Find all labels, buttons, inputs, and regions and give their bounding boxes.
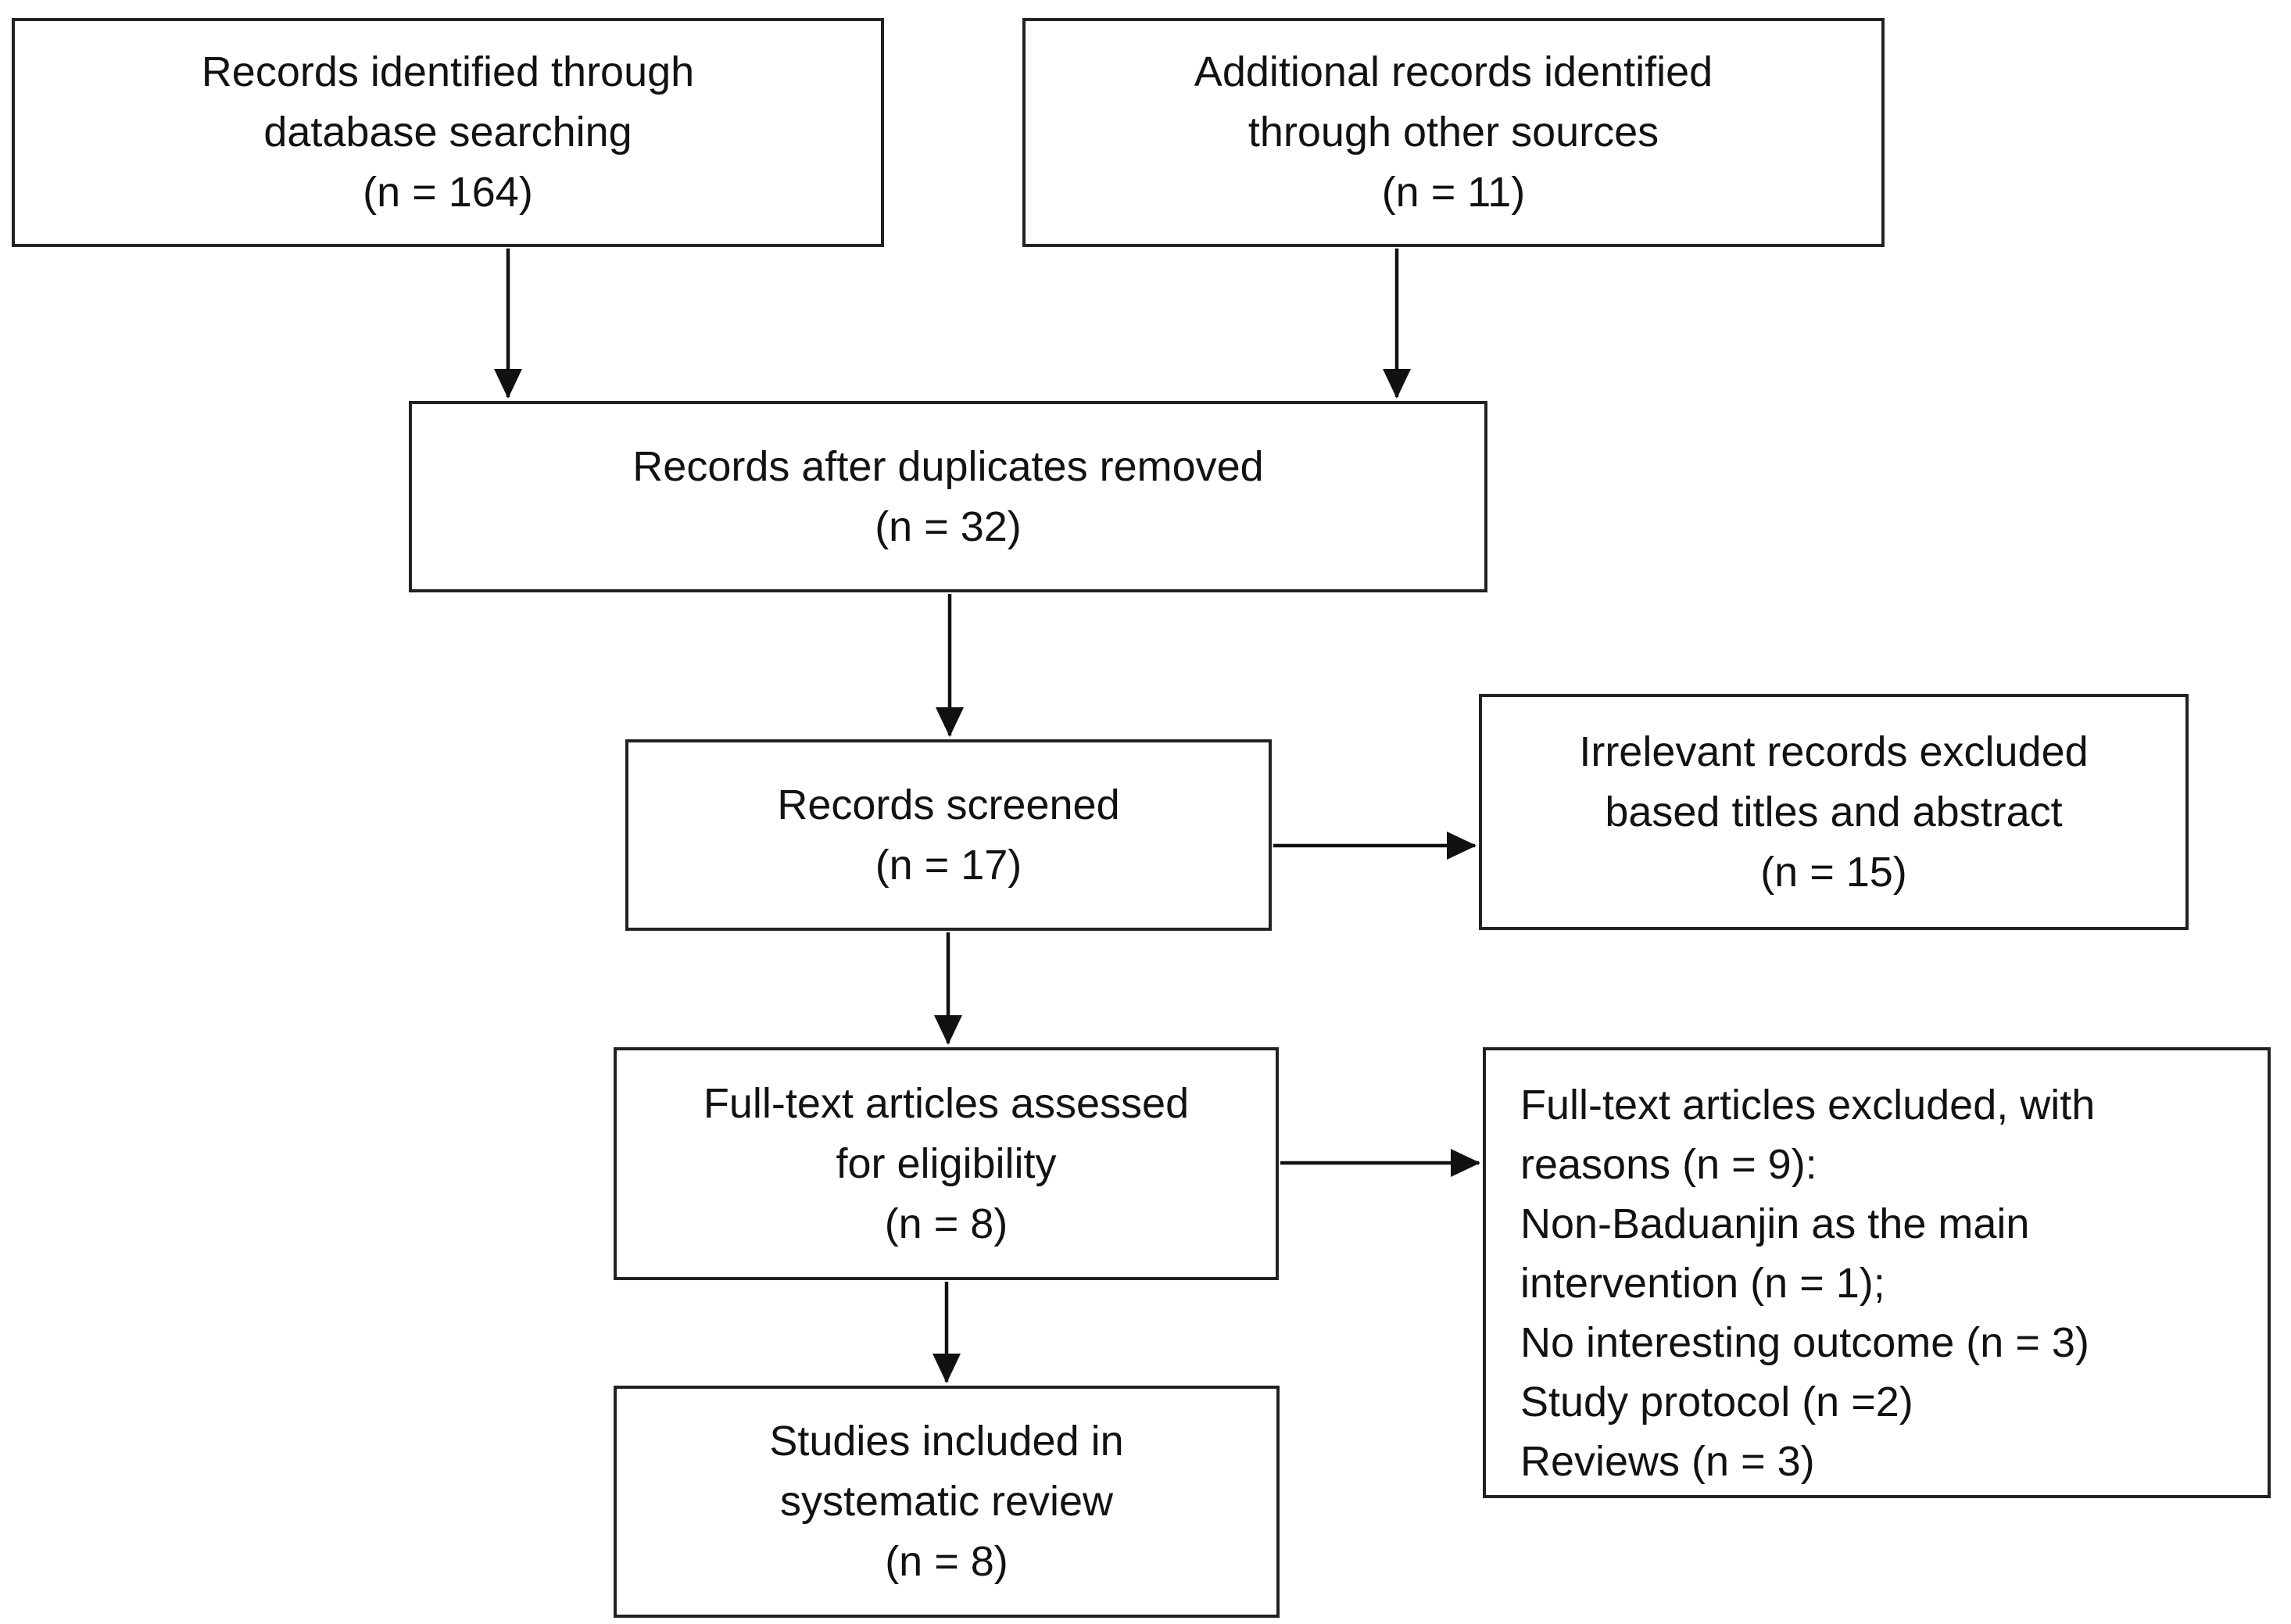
box-duplicates-removed-count: (n = 32) <box>875 503 1022 550</box>
box-fulltext-excluded-line4: intervention (n = 1); <box>1520 1260 1885 1307</box>
box-studies-included-count: (n = 8) <box>885 1538 1008 1585</box>
box-additional-records-count: (n = 11) <box>1381 169 1526 216</box>
box-fulltext-assessed-count: (n = 8) <box>884 1200 1008 1247</box>
box-additional-records: Additional records identified through ot… <box>1022 18 1885 247</box>
box-fulltext-assessed-line1: Full-text articles assessed <box>703 1079 1190 1127</box>
box-fulltext-excluded-line2: reasons (n = 9): <box>1520 1141 1817 1188</box>
box-irrelevant-excluded: Irrelevant records excluded based titles… <box>1479 694 2189 930</box>
box-records-identified-line2: database searching <box>263 109 632 156</box>
box-studies-included-line1: Studies included in <box>769 1418 1124 1465</box>
box-studies-included: Studies included in systematic review (n… <box>614 1386 1280 1618</box>
box-irrelevant-excluded-line1: Irrelevant records excluded <box>1579 728 2089 775</box>
box-irrelevant-excluded-line2: based titles and abstract <box>1605 788 2063 835</box>
box-records-identified: Records identified through database sear… <box>12 18 884 247</box>
box-fulltext-excluded-line6: Study protocol (n =2) <box>1520 1379 1913 1425</box>
box-records-screened-line1: Records screened <box>777 781 1120 828</box>
box-records-identified-line1: Records identified through <box>201 48 695 95</box>
box-additional-records-line2: through other sources <box>1248 109 1659 156</box>
box-records-identified-count: (n = 164) <box>363 169 533 216</box>
box-fulltext-assessed-line2: for eligibility <box>836 1139 1057 1187</box>
box-records-screened-count: (n = 17) <box>875 841 1022 889</box>
box-fulltext-excluded-reasons: Full-text articles excluded, with reason… <box>1483 1047 2271 1498</box>
box-additional-records-line1: Additional records identified <box>1194 48 1713 95</box>
box-records-screened: Records screened (n = 17) <box>625 739 1272 931</box>
box-fulltext-excluded-line1: Full-text articles excluded, with <box>1520 1082 2096 1129</box>
box-duplicates-removed: Records after duplicates removed (n = 32… <box>409 401 1487 592</box>
box-duplicates-removed-line1: Records after duplicates removed <box>632 442 1264 490</box>
box-fulltext-excluded-line7: Reviews (n = 3) <box>1520 1438 1815 1485</box>
box-irrelevant-excluded-count: (n = 15) <box>1760 848 1907 896</box>
box-studies-included-line2: systematic review <box>779 1478 1114 1525</box>
box-fulltext-excluded-line3: Non-Baduanjin as the main <box>1520 1200 2030 1247</box>
box-fulltext-excluded-line5: No interesting outcome (n = 3) <box>1520 1319 2089 1366</box>
box-fulltext-assessed: Full-text articles assessed for eligibil… <box>614 1047 1279 1280</box>
